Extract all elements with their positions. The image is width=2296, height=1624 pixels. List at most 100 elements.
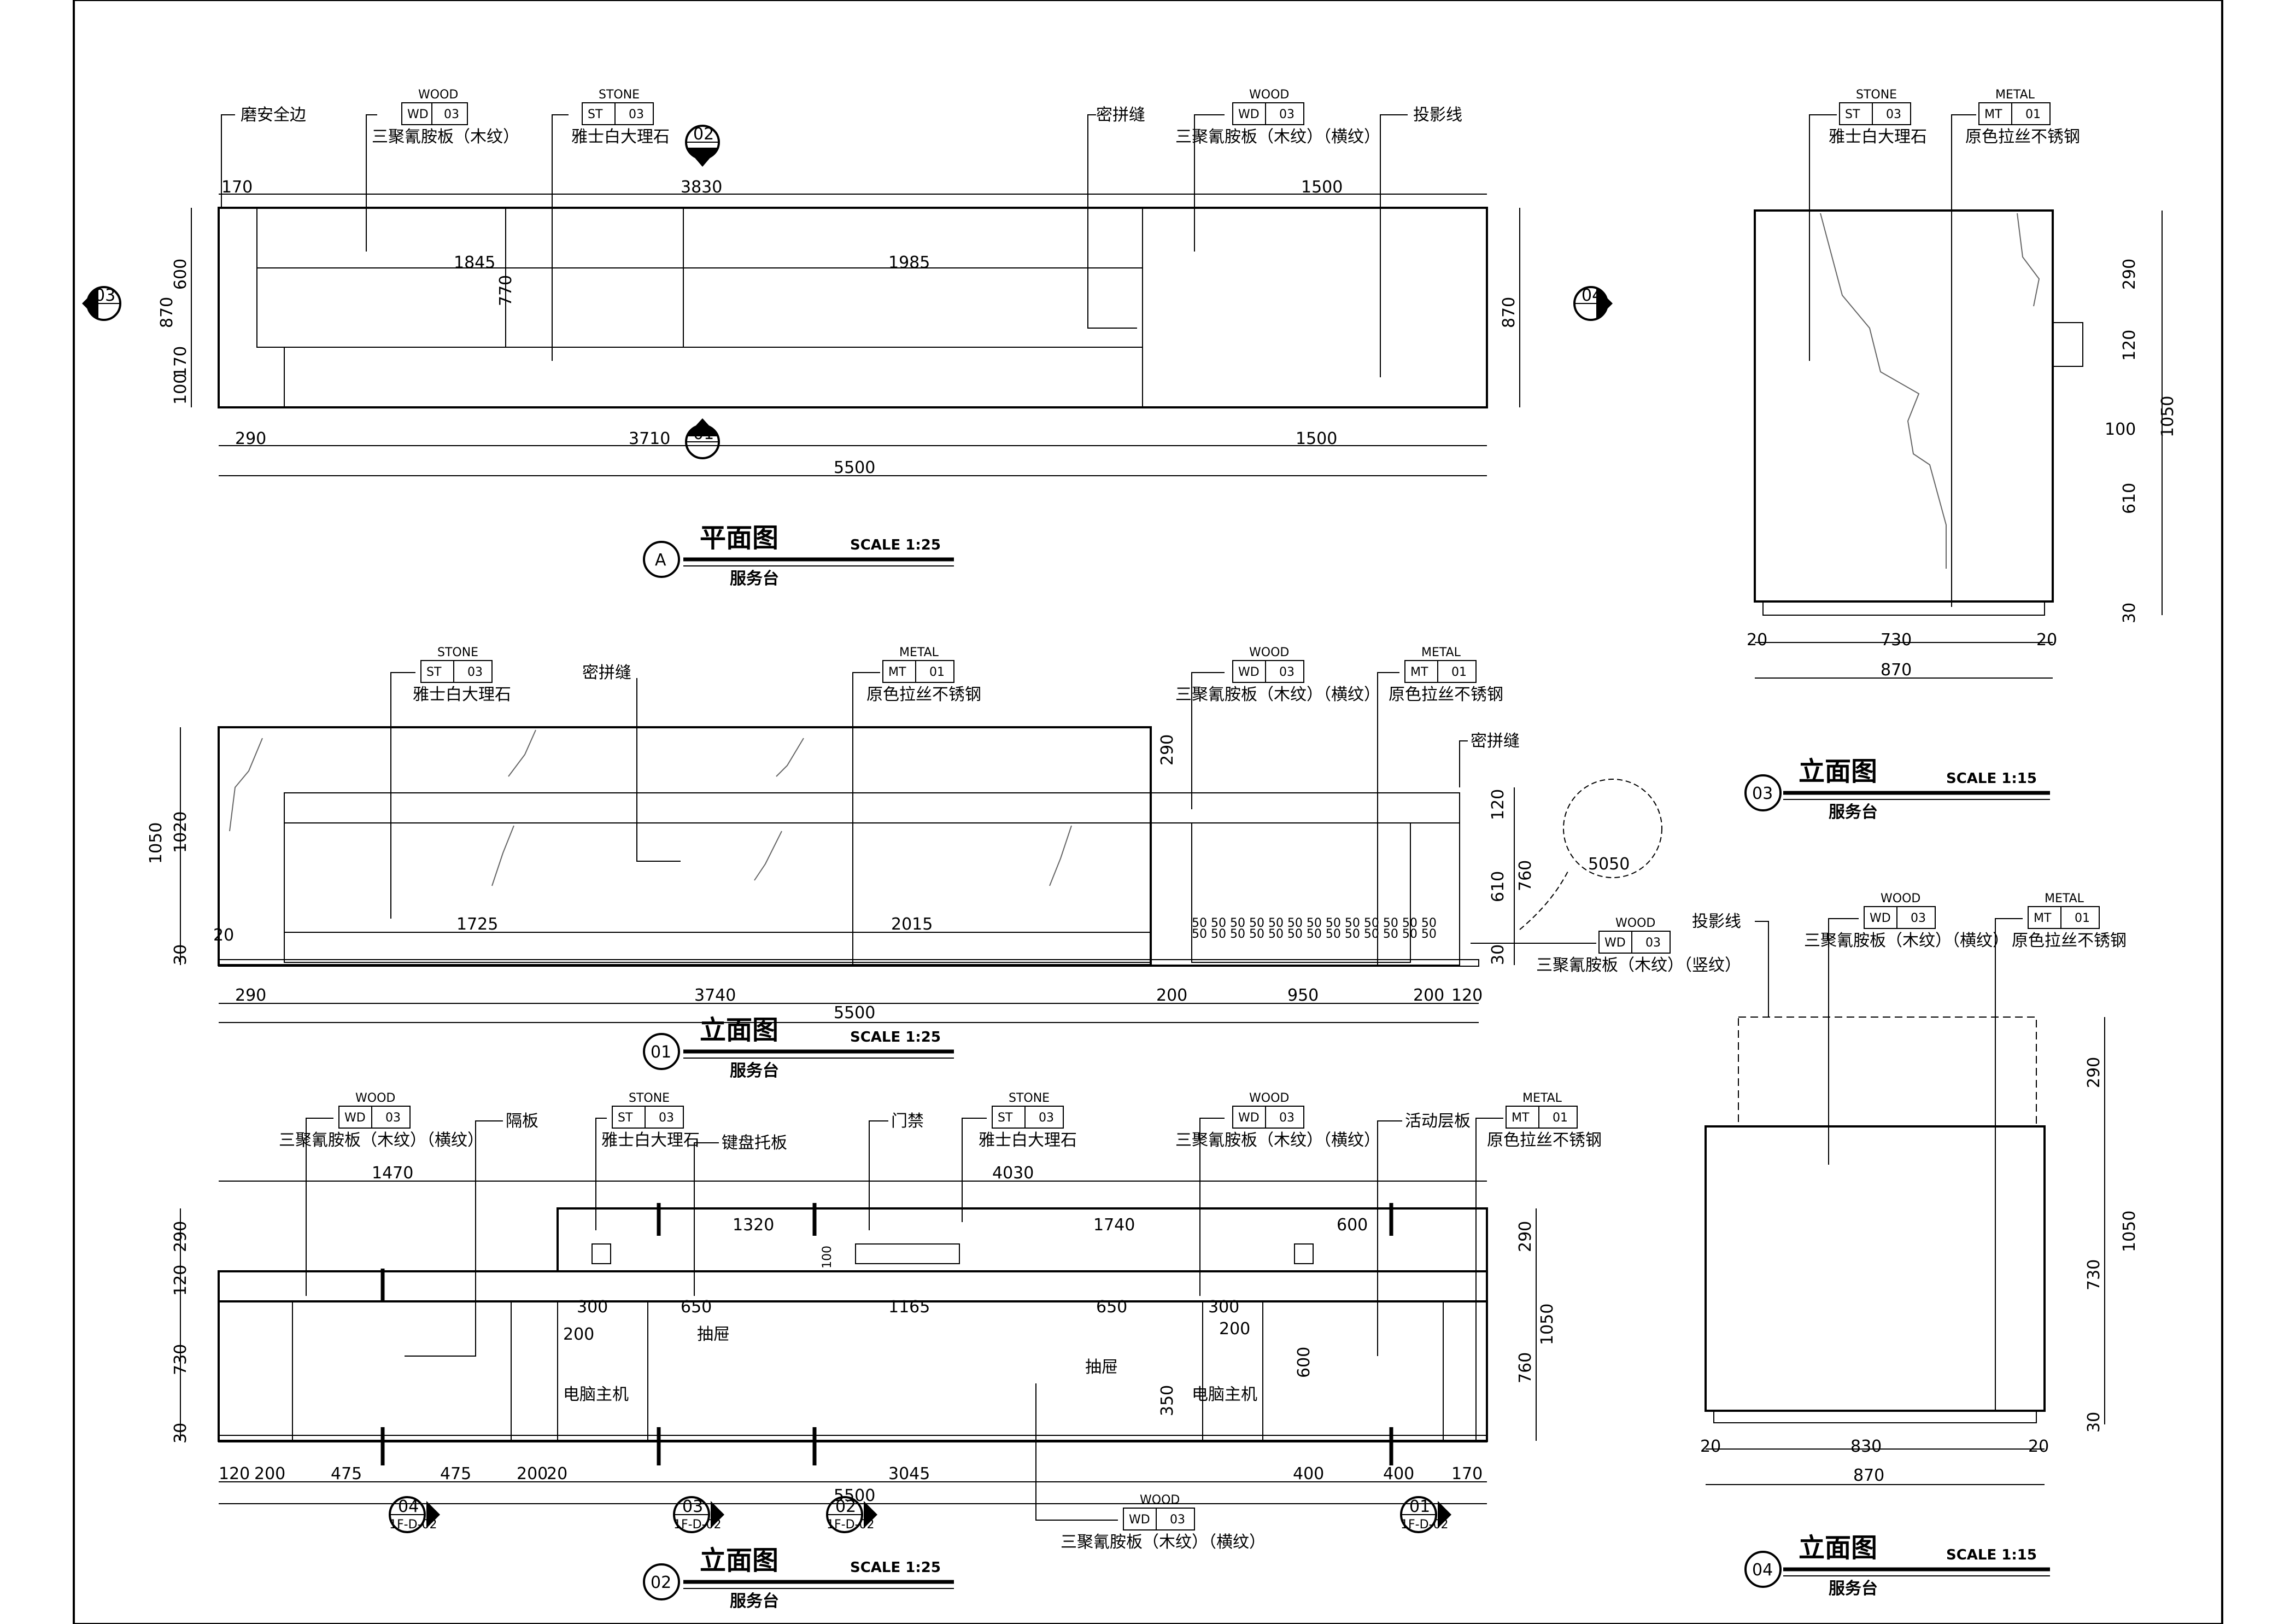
svg-text:1845: 1845 xyxy=(454,253,495,272)
svg-text:120: 120 xyxy=(1489,789,1508,820)
svg-text:1165: 1165 xyxy=(888,1298,930,1317)
svg-text:1320: 1320 xyxy=(733,1216,774,1235)
svg-text:03: 03 xyxy=(1170,1513,1185,1527)
svg-text:03: 03 xyxy=(659,1111,674,1125)
svg-text:METAL: METAL xyxy=(1522,1091,1562,1105)
svg-text:雅士白大理石: 雅士白大理石 xyxy=(1829,127,1927,147)
elev04-projection xyxy=(1738,1017,2037,1127)
svg-text:三聚氰胺板（木纹）（横纹）: 三聚氰胺板（木纹）（横纹） xyxy=(1804,931,2009,950)
svg-text:ST: ST xyxy=(1845,108,1860,121)
svg-text:290: 290 xyxy=(235,429,266,448)
svg-text:原色拉丝不锈钢: 原色拉丝不锈钢 xyxy=(2012,931,2127,950)
svg-text:原色拉丝不锈钢: 原色拉丝不锈钢 xyxy=(866,685,981,704)
svg-text:抽屉: 抽屉 xyxy=(1085,1358,1118,1377)
svg-text:20: 20 xyxy=(547,1464,567,1483)
svg-text:1F-D-02: 1F-D-02 xyxy=(389,1518,437,1532)
svg-text:50 50 50 50 50 50 50 50 50 50: 50 50 50 50 50 50 50 50 50 50 50 50 50 xyxy=(1192,916,1437,930)
svg-text:ST: ST xyxy=(998,1111,1013,1125)
svg-text:WD: WD xyxy=(344,1111,366,1125)
svg-text:120: 120 xyxy=(2120,330,2139,361)
svg-text:120: 120 xyxy=(219,1464,250,1483)
section-cut-03: 03 1F-D-02 xyxy=(657,1203,724,1533)
svg-text:03: 03 xyxy=(682,1497,703,1516)
svg-text:服务台: 服务台 xyxy=(730,1592,779,1611)
svg-text:03: 03 xyxy=(1279,108,1295,121)
svg-text:电脑主机: 电脑主机 xyxy=(563,1385,629,1404)
label-wood: 三聚氰胺板（木纹） xyxy=(372,127,519,147)
svg-text:STONE: STONE xyxy=(629,1091,670,1105)
svg-text:原色拉丝不锈钢: 原色拉丝不锈钢 xyxy=(1389,685,1503,704)
svg-text:03: 03 xyxy=(95,286,115,305)
svg-text:服务台: 服务台 xyxy=(1829,1579,1878,1598)
svg-text:120: 120 xyxy=(171,1265,190,1296)
svg-text:1050: 1050 xyxy=(147,822,166,864)
elev02-right-cabinet xyxy=(1262,1301,1444,1441)
svg-text:1470: 1470 xyxy=(372,1164,413,1183)
svg-text:03: 03 xyxy=(1886,108,1901,121)
elevation-02-bottom-callout: WOOD WD 03 三聚氰胺板（木纹）（横纹） xyxy=(1035,1383,1266,1552)
svg-text:1020: 1020 xyxy=(171,811,190,853)
svg-text:WD: WD xyxy=(1604,936,1626,950)
elev03-base xyxy=(1762,601,2045,616)
elevation-04-callouts: 投影线 WOOD WD 03 三聚氰胺板（木纹）（横纹） METAL MT 01… xyxy=(1692,892,2127,1411)
svg-text:服务台: 服务台 xyxy=(730,569,779,588)
svg-text:WD: WD xyxy=(1870,912,1891,925)
door-access-switch xyxy=(855,1243,960,1264)
socket-left xyxy=(591,1243,611,1264)
svg-text:MT: MT xyxy=(1984,108,2002,121)
svg-text:WOOD: WOOD xyxy=(1249,88,1289,102)
svg-text:键盘托板: 键盘托板 xyxy=(722,1134,787,1153)
svg-text:STONE: STONE xyxy=(437,646,478,659)
svg-text:投影线: 投影线 xyxy=(1692,912,1741,931)
svg-text:3740: 3740 xyxy=(694,986,736,1005)
svg-text:120: 120 xyxy=(1451,986,1483,1005)
label-projection: 投影线 xyxy=(1413,106,1462,125)
svg-text:20: 20 xyxy=(1700,1437,1721,1456)
svg-text:01: 01 xyxy=(1553,1111,1568,1125)
svg-text:200: 200 xyxy=(254,1464,285,1483)
elev02-left-cabinet xyxy=(292,1301,512,1441)
svg-text:170: 170 xyxy=(221,178,253,197)
svg-text:830: 830 xyxy=(1850,1437,1882,1456)
elevation-01: STONE ST 03 雅士白大理石 密拼缝 METAL MT 01 原色拉丝不… xyxy=(147,646,1741,1080)
svg-text:870: 870 xyxy=(157,297,177,328)
svg-text:5500: 5500 xyxy=(834,1486,875,1505)
svg-text:ST: ST xyxy=(426,665,442,679)
svg-text:3830: 3830 xyxy=(681,178,722,197)
svg-text:立面图: 立面图 xyxy=(700,1015,778,1045)
elevation-02: WOOD WD 03 三聚氰胺板（木纹）（横纹） 隔板 STONE ST 03 … xyxy=(171,1091,1602,1611)
svg-text:SCALE 1:15: SCALE 1:15 xyxy=(1946,770,2037,787)
svg-text:1500: 1500 xyxy=(1296,429,1337,448)
svg-text:METAL: METAL xyxy=(1421,646,1461,659)
svg-text:610: 610 xyxy=(2120,483,2139,514)
elevation-04-title: 04 立面图 SCALE 1:15 服务台 xyxy=(1744,1533,2050,1598)
svg-text:活动层板: 活动层板 xyxy=(1405,1112,1471,1131)
svg-text:WOOD: WOOD xyxy=(355,1091,395,1105)
svg-text:30: 30 xyxy=(2120,603,2139,623)
elev03-side-panel xyxy=(1754,209,2054,603)
elev02-counter-top xyxy=(218,1270,1488,1302)
elev01-return-side xyxy=(1150,822,1460,966)
elev01-wood-band xyxy=(284,792,1460,823)
section-cut-02: 02 1F-D-02 xyxy=(812,1203,877,1533)
svg-text:1740: 1740 xyxy=(1093,1216,1135,1235)
elev02-base xyxy=(218,1435,1487,1442)
svg-text:服务台: 服务台 xyxy=(1829,803,1878,822)
svg-text:01: 01 xyxy=(651,1043,671,1062)
svg-text:03: 03 xyxy=(1279,1111,1295,1125)
label-seam: 密拼缝 xyxy=(1096,106,1145,125)
svg-text:SCALE 1:25: SCALE 1:25 xyxy=(850,1029,941,1045)
svg-text:03: 03 xyxy=(1645,936,1661,950)
svg-text:三聚氰胺板（木纹）（横纹）: 三聚氰胺板（木纹）（横纹） xyxy=(1061,1533,1266,1552)
svg-text:METAL: METAL xyxy=(2045,892,2084,906)
elevation-03: STONE ST 03 雅士白大理石 METAL MT 01 原色拉丝不锈钢 2… xyxy=(1744,88,2177,822)
elevation-03-title: 03 立面图 SCALE 1:15 服务台 xyxy=(1744,756,2050,822)
svg-text:4030: 4030 xyxy=(992,1164,1034,1183)
svg-text:03: 03 xyxy=(1752,784,1773,803)
svg-text:STONE: STONE xyxy=(599,88,640,102)
svg-text:290: 290 xyxy=(235,986,266,1005)
svg-text:三聚氰胺板（木纹）（横纹）: 三聚氰胺板（木纹）（横纹） xyxy=(1175,1131,1380,1150)
svg-text:20: 20 xyxy=(2036,630,2057,650)
svg-text:WOOD: WOOD xyxy=(1881,892,1920,906)
plan-counter-outline xyxy=(218,207,1488,408)
